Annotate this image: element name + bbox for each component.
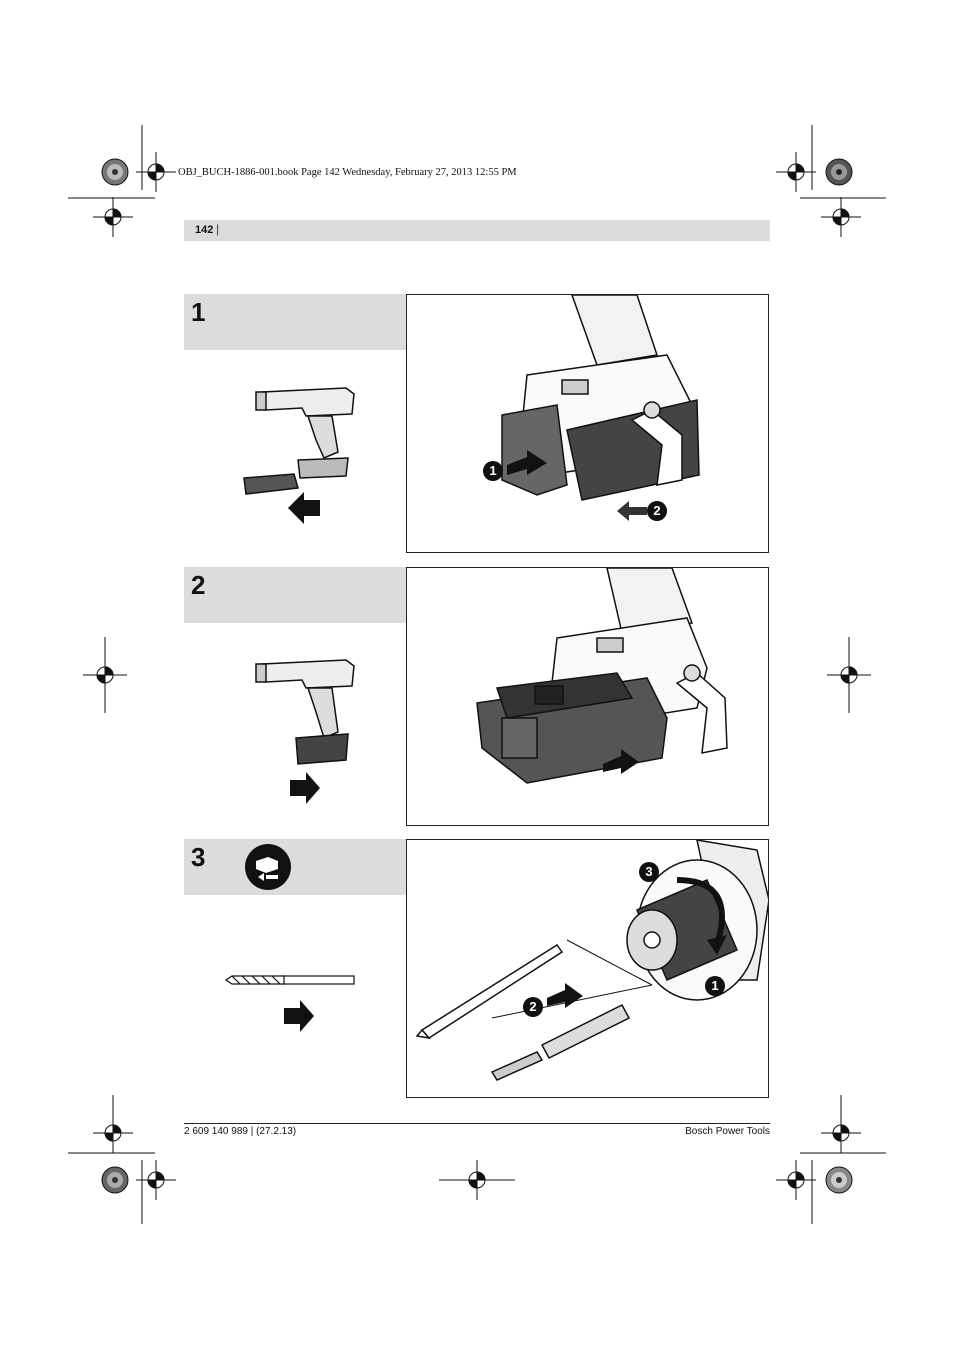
rotate-arrow-icon xyxy=(676,877,725,946)
arrow-left-icon xyxy=(288,492,320,524)
crosshair-icon xyxy=(83,152,871,1200)
callout-badge: 2 xyxy=(523,997,543,1017)
footer-rule xyxy=(184,1123,770,1124)
step-number: 1 xyxy=(191,297,206,327)
callout-badge: 1 xyxy=(483,461,503,481)
chuck-keyless-icon xyxy=(245,844,291,890)
step-2-box: 2 xyxy=(184,567,406,623)
step-3-box: 3 xyxy=(184,839,406,895)
callout-badge: 1 xyxy=(705,976,725,996)
page-number: 142 xyxy=(195,224,214,236)
arrow-slide-icon xyxy=(617,501,647,521)
arrow-right-icon xyxy=(284,1000,314,1032)
starburst-mark xyxy=(101,158,853,1194)
arrow-right-icon xyxy=(290,772,320,804)
step-1-box: 1 xyxy=(184,294,406,350)
step-3-thumbnail xyxy=(222,966,362,1036)
callout-badge: 2 xyxy=(647,501,667,521)
arrow-insert-icon xyxy=(603,749,639,774)
header-bar xyxy=(184,220,770,241)
page-separator: | xyxy=(216,222,220,236)
print-slug: OBJ_BUCH-1886-001.book Page 142 Wednesda… xyxy=(178,167,517,178)
footer-brand: Bosch Power Tools xyxy=(685,1126,770,1137)
step-number: 2 xyxy=(191,570,206,600)
arrow-insert-icon xyxy=(547,983,583,1008)
step-1-thumbnail xyxy=(236,380,366,530)
arrow-push-icon xyxy=(507,450,547,475)
step-number: 3 xyxy=(191,842,206,872)
step-2-illustration xyxy=(406,567,769,826)
step-1-illustration: 1 2 xyxy=(406,294,769,553)
step-3-illustration: 3 2 1 xyxy=(406,839,769,1098)
footer-doc-number: 2 609 140 989 | (27.2.13) xyxy=(184,1126,297,1137)
callout-badge: 3 xyxy=(639,862,659,882)
step-2-thumbnail xyxy=(236,652,366,807)
